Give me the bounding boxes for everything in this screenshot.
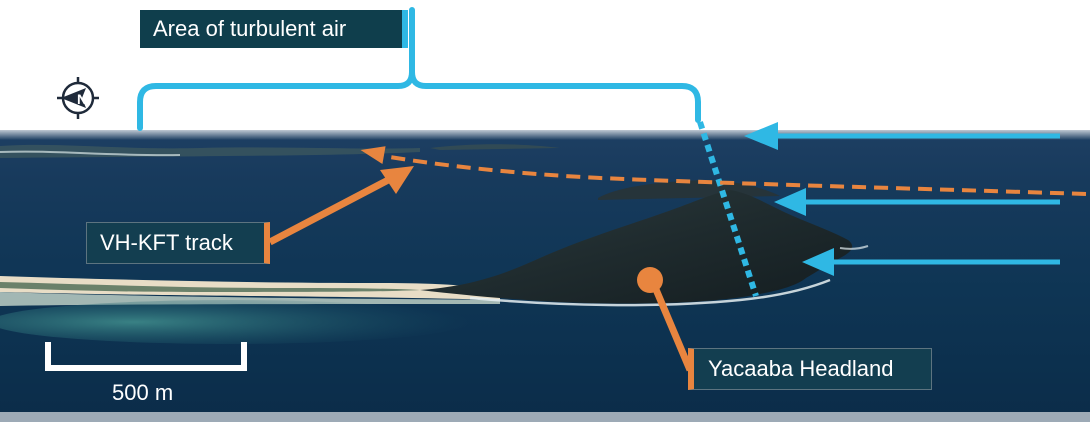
compass-north-letter: N — [77, 91, 87, 107]
turbulence-bracket — [137, 7, 701, 131]
track-label-leader — [268, 174, 394, 246]
spit-vegetation — [0, 282, 420, 292]
bottom-fade — [0, 412, 1090, 422]
turbulence-boundary-line — [697, 121, 759, 297]
turbulence-label: Area of turbulent air — [140, 10, 408, 48]
track-label: VH-KFT track — [86, 222, 270, 264]
scale-bar — [45, 342, 247, 371]
shallow-water — [0, 300, 470, 344]
aircraft-track-line — [371, 152, 1087, 196]
aircraft-track-arrowhead — [360, 146, 386, 164]
turbulence-label-text: Area of turbulent air — [153, 16, 347, 41]
headland-surf — [469, 278, 831, 307]
distant-island — [430, 144, 560, 150]
far-beach — [0, 150, 181, 157]
headland-marker-dot — [637, 267, 663, 293]
track-label-leader-head — [380, 166, 414, 194]
wind-arrow-middle — [774, 188, 1060, 216]
scale-bar-label: 500 m — [112, 380, 174, 405]
headland-landform — [420, 190, 853, 304]
headland-label: Yacaaba Headland — [688, 348, 932, 390]
track-label-text: VH-KFT track — [100, 230, 233, 255]
headland-surf-east — [839, 245, 869, 250]
headland-label-leader — [648, 278, 694, 372]
wind-arrow-lower — [802, 248, 1060, 276]
wind-arrow-upper — [744, 122, 1060, 150]
compass-north-icon: N — [57, 77, 99, 119]
headland-label-text: Yacaaba Headland — [708, 356, 894, 381]
